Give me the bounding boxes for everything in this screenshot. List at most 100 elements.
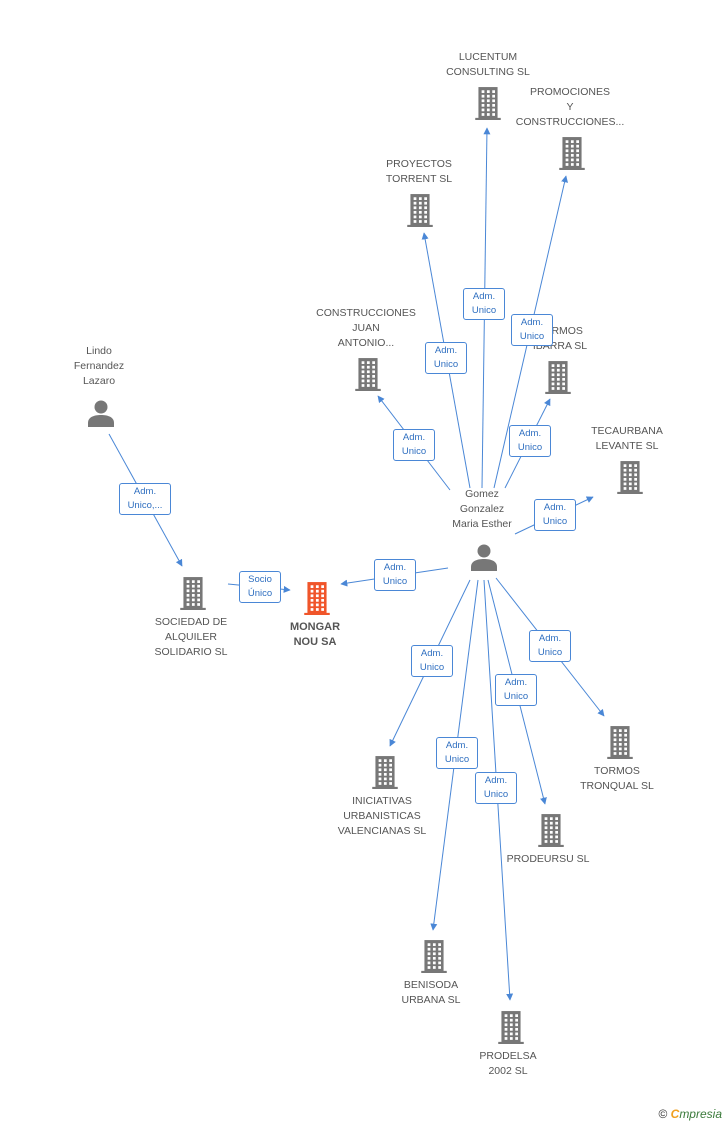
node-label-line: NOU SA: [293, 636, 337, 648]
building-icon[interactable]: [606, 725, 634, 764]
building-icon[interactable]: [474, 86, 502, 125]
node-label-line: TRONQUAL SL: [580, 780, 654, 792]
relation-label-line: Adm.: [445, 740, 469, 751]
relation-label-line: Adm.: [538, 633, 562, 644]
relation-label-line: Adm.: [543, 502, 567, 513]
node-label-line: JUAN: [352, 322, 380, 334]
node-label-line: CONSTRUCCIONES...: [515, 116, 625, 128]
node-label-benisoda[interactable]: BENISODA URBANA SL: [366, 978, 496, 1008]
relation-label-prodelsa[interactable]: Adm. Unico: [475, 772, 517, 804]
node-label-line: BENISODA: [403, 979, 459, 991]
node-label-line: PRODEURSU SL: [506, 853, 590, 865]
node-label-line: Lindo: [86, 345, 112, 357]
building-icon[interactable]: [558, 136, 586, 175]
relation-label-line: Unico: [519, 331, 545, 342]
relation-label-promociones[interactable]: Adm.Unico: [511, 314, 553, 346]
building-icon[interactable]: [497, 1010, 525, 1049]
relation-label-lucentum[interactable]: Adm. Unico: [463, 288, 505, 320]
node-label-line: PRODELSA: [479, 1050, 537, 1062]
node-label-prodeursu[interactable]: PRODEURSU SL: [483, 852, 613, 867]
building-icon[interactable]: [544, 360, 572, 399]
relation-label-tormos_ibarra[interactable]: Adm. Unico: [509, 425, 551, 457]
relation-label-line: Unico: [419, 662, 445, 673]
relation-label-line: Adm.: [402, 432, 426, 443]
node-label-tormos_tronqual[interactable]: TORMOS TRONQUAL SL: [552, 764, 682, 794]
node-label-line: URBANA SL: [401, 994, 461, 1006]
node-label-line: ALQUILER: [165, 631, 217, 643]
node-label-line: Gomez: [465, 488, 499, 500]
relation-label-line: Único: [247, 588, 273, 599]
brand-logo-letter: C: [670, 1107, 680, 1121]
node-label-line: MONGAR: [289, 621, 341, 633]
relation-label-line: Unico: [517, 442, 543, 453]
node-label-line: INICIATIVAS: [352, 795, 412, 807]
node-label-tecaurbana[interactable]: TECAURBANA LEVANTE SL: [562, 424, 692, 454]
node-label-line: Gonzalez: [459, 503, 505, 515]
footer-brand: © Cmpresia: [658, 1107, 722, 1121]
node-label-line: Lazaro: [82, 375, 116, 387]
relation-label-line: Adm.: [383, 562, 407, 573]
node-label-line: TORMOS: [594, 765, 640, 777]
node-label-line: CONSTRUCCIONES: [316, 307, 416, 319]
relation-label-line: Unico: [542, 516, 568, 527]
relation-label-iniciativas[interactable]: Adm.Unico: [411, 645, 453, 677]
building-icon[interactable]: [303, 581, 331, 620]
relation-label-line: Socio: [248, 574, 272, 585]
copyright-symbol: ©: [658, 1107, 668, 1121]
relation-label-line: Adm.: [133, 486, 157, 497]
relation-label-tormos_tronqual[interactable]: Adm. Unico: [529, 630, 571, 662]
relation-label-line: Unico: [401, 446, 427, 457]
relation-label-sociedad[interactable]: Adm.Unico,...: [119, 483, 171, 515]
building-icon[interactable]: [371, 755, 399, 794]
brand-logo-text: mpresia: [679, 1107, 722, 1121]
building-icon[interactable]: [537, 813, 565, 852]
person-icon[interactable]: [87, 399, 115, 432]
relation-label-mongar[interactable]: Adm. Unico: [374, 559, 416, 591]
relation-label-prodeursu[interactable]: Adm. Unico: [495, 674, 537, 706]
node-label-line: Fernandez: [73, 360, 125, 372]
node-label-line: PROYECTOS: [386, 158, 452, 170]
node-label-line: Y: [566, 101, 574, 113]
node-label-prodelsa[interactable]: PRODELSA 2002 SL: [443, 1049, 573, 1079]
relation-label-line: Unico: [503, 691, 529, 702]
node-label-line: TORRENT SL: [385, 173, 453, 185]
node-label-line: TECAURBANA: [591, 425, 663, 437]
building-icon[interactable]: [354, 357, 382, 396]
relation-label-line: Unico: [382, 576, 408, 587]
node-label-construcciones[interactable]: CONSTRUCCIONES JUAN ANTONIO...: [301, 306, 431, 351]
node-label-line: SOLIDARIO SL: [154, 646, 228, 658]
node-label-line: LUCENTUM: [458, 51, 518, 63]
relation-label-line: Unico: [471, 305, 497, 316]
node-label-mongar[interactable]: MONGAR NOU SA: [250, 620, 380, 650]
building-icon[interactable]: [420, 939, 448, 978]
building-icon[interactable]: [406, 193, 434, 232]
relation-label-line: Adm.: [484, 775, 508, 786]
relation-label-benisoda[interactable]: Adm.Unico: [436, 737, 478, 769]
relation-label-line: Adm.: [518, 428, 542, 439]
relation-label-construcciones[interactable]: Adm. Unico: [393, 429, 435, 461]
node-label-line: LEVANTE SL: [595, 440, 659, 452]
relation-label-line: Adm.: [472, 291, 496, 302]
relation-label-proyectos[interactable]: Adm. Unico: [425, 342, 467, 374]
node-label-line: ANTONIO...: [337, 337, 395, 349]
relation-label-tecaurbana[interactable]: Adm. Unico: [534, 499, 576, 531]
relation-label-line: Unico: [483, 789, 509, 800]
relation-label-line: Unico: [537, 647, 563, 658]
node-label-line: 2002 SL: [488, 1065, 528, 1077]
relation-label-line: Unico: [433, 359, 459, 370]
relation-label-line: Adm.: [434, 345, 458, 356]
person-icon[interactable]: [470, 543, 498, 576]
relation-label-line: Adm.: [504, 677, 528, 688]
node-label-line: VALENCIANAS SL: [337, 825, 427, 837]
node-label-line: Maria Esther: [452, 518, 512, 530]
building-icon[interactable]: [179, 576, 207, 615]
building-icon[interactable]: [616, 460, 644, 499]
node-label-proyectos[interactable]: PROYECTOS TORRENT SL: [354, 157, 484, 187]
